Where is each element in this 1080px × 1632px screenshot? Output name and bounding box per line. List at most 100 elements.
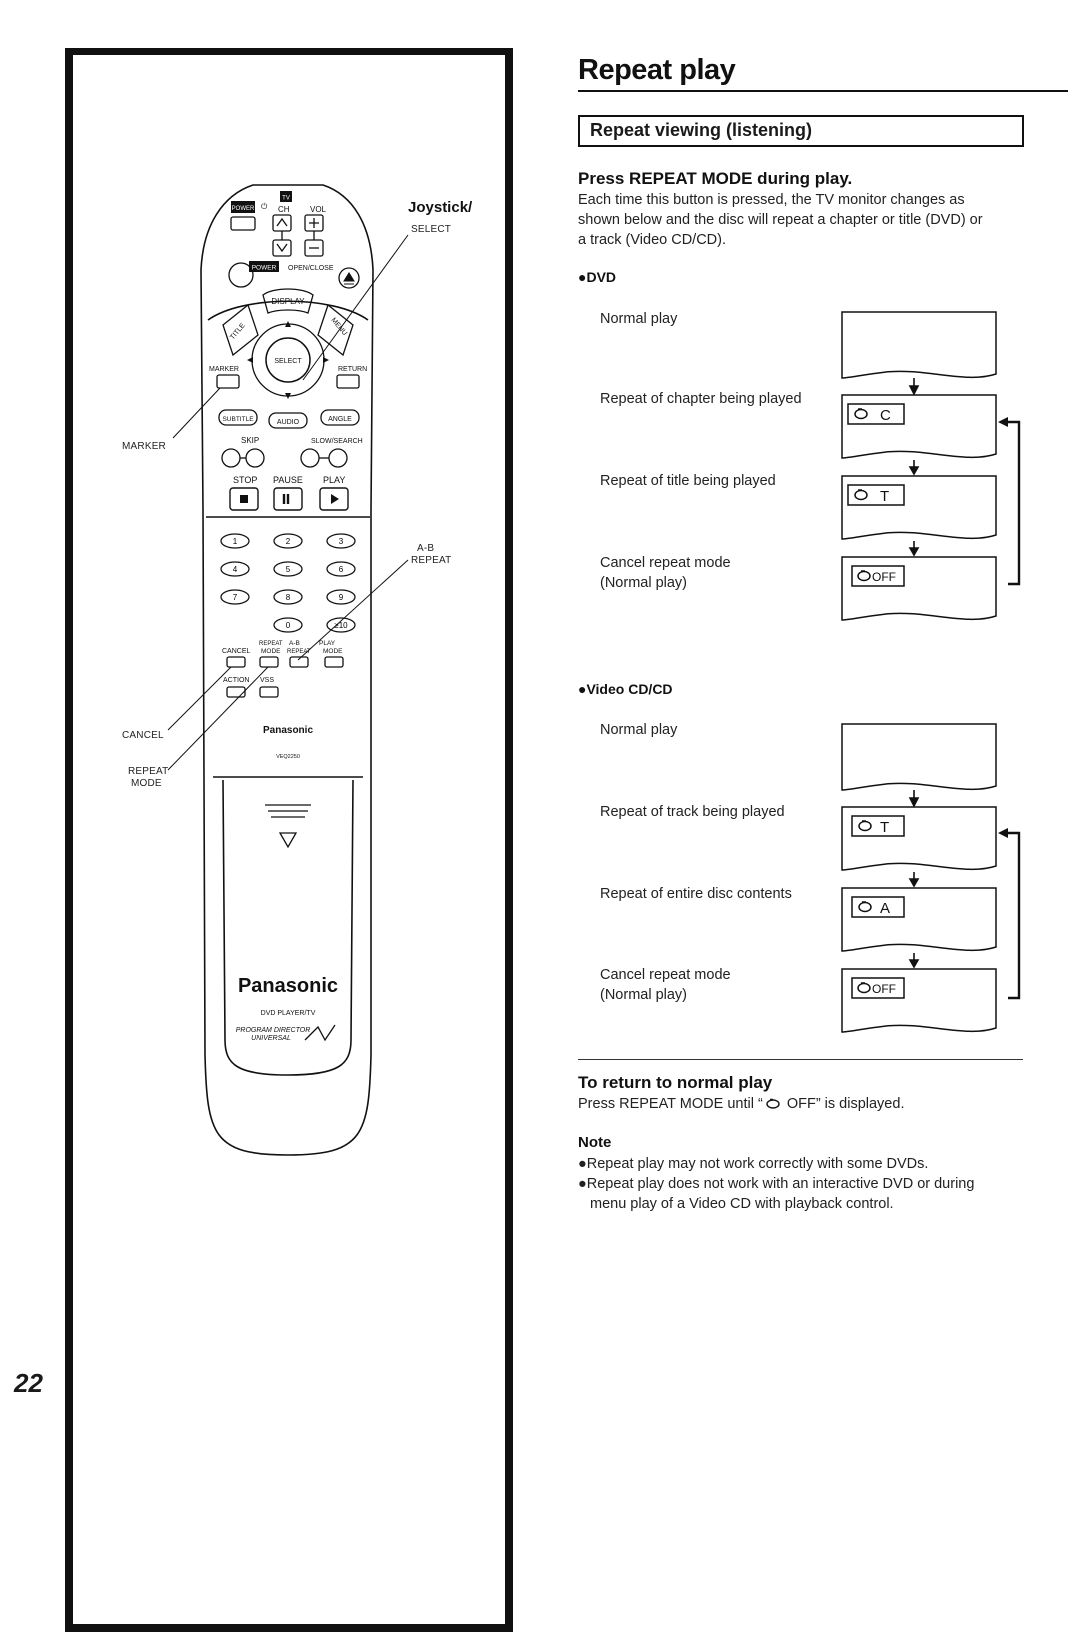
dvd-screen-title — [841, 475, 997, 540]
vcd-sequence-diagram: T A OFF — [841, 723, 1021, 1033]
tv-label: TV — [282, 196, 290, 202]
vol-label: VOL — [310, 205, 327, 214]
brand-large: Panasonic — [238, 975, 338, 997]
angle-button[interactable] — [320, 409, 360, 426]
digit-label: 3 — [339, 537, 344, 546]
ch-label: CH — [278, 205, 290, 214]
digit-label: 2 — [286, 537, 291, 546]
product-label: DVD PLAYER/TV — [261, 1010, 316, 1017]
joystick-select-button[interactable] — [265, 337, 311, 383]
eject-icon — [343, 272, 355, 285]
ab-repeat-button[interactable] — [289, 656, 309, 668]
stop-label: STOP — [233, 475, 257, 485]
ch-up-button[interactable] — [272, 214, 292, 232]
vcd-osd-off-text: OFF — [872, 982, 896, 996]
search-back-button[interactable] — [300, 448, 320, 468]
repeat-arrow-icon — [858, 901, 872, 913]
cancel-button[interactable] — [226, 656, 246, 668]
dvd-screen-chapter — [841, 394, 997, 459]
section-title: Repeat viewing (listening) — [590, 120, 813, 140]
section-separator — [578, 1059, 1023, 1060]
vol-down-button[interactable] — [304, 239, 324, 257]
stop-button[interactable] — [229, 487, 259, 511]
vss-button[interactable] — [259, 686, 279, 698]
search-forward-button[interactable] — [328, 448, 348, 468]
vcd-screen-track — [841, 806, 997, 871]
dvd-screen-off — [841, 556, 997, 621]
page-number: 22 — [14, 1368, 43, 1398]
return-label: RETURN — [338, 366, 367, 373]
skip-back-button[interactable] — [221, 448, 241, 468]
open-close-button[interactable] — [338, 267, 360, 289]
digit-button[interactable] — [220, 589, 250, 605]
digit-label: 0 — [286, 621, 291, 630]
return-body-suffix: OFF” is displayed. — [782, 1096, 905, 1112]
return-bracket-icon — [1006, 420, 1021, 586]
ab-repeat-callout-line2: REPEAT — [411, 555, 452, 566]
skip-label: SKIP — [241, 436, 259, 445]
instruction-body-line3: a track (Video CD/CD). — [578, 232, 726, 248]
repeat-arrow-icon — [857, 570, 871, 582]
return-button[interactable] — [336, 374, 360, 389]
digit-button[interactable] — [326, 561, 356, 577]
digit-button[interactable] — [326, 589, 356, 605]
dvd-row-2-text: Repeat of chapter being played — [600, 391, 802, 407]
angle-label: ANGLE — [328, 416, 352, 423]
menu-label: MENU — [329, 317, 348, 337]
digit-button[interactable] — [273, 561, 303, 577]
tv-power-button[interactable]: POWER — [230, 201, 256, 231]
return-body-prefix: Press REPEAT MODE until “ — [578, 1096, 763, 1112]
program-director-line2: UNIVERSAL — [251, 1035, 291, 1042]
digit-button[interactable] — [220, 561, 250, 577]
marker-label: MARKER — [209, 366, 239, 373]
vss-label: VSS — [260, 677, 274, 684]
audio-button[interactable] — [268, 412, 308, 429]
program-director-line1: PROGRAM DIRECTOR — [236, 1027, 311, 1034]
audio-label: AUDIO — [277, 419, 300, 426]
repeat-mode-button[interactable] — [259, 656, 279, 668]
digit-button[interactable] — [326, 533, 356, 549]
digit-button[interactable] — [220, 533, 250, 549]
play-mode-mode-label: MODE — [323, 648, 343, 655]
joystick-callout: Joystick/ — [408, 199, 473, 216]
marker-callout: MARKER — [122, 441, 166, 452]
action-label: ACTION — [223, 677, 249, 684]
pause-icon — [282, 494, 290, 504]
digit-button[interactable] — [273, 533, 303, 549]
return-heading: To return to normal play — [578, 1073, 773, 1092]
dvd-row-1-text: Normal play — [600, 311, 678, 327]
display-label: DISPLAY — [271, 297, 305, 306]
digit-label: 4 — [233, 565, 238, 574]
play-icon — [331, 494, 339, 504]
instruction-body-line2: shown below and the disc will repeat a c… — [578, 212, 983, 228]
digit-button[interactable] — [273, 589, 303, 605]
vcd-osd-track-text: T — [880, 819, 889, 836]
ch-down-button[interactable] — [272, 239, 292, 257]
marker-button[interactable] — [216, 374, 240, 389]
vcd-row-2-text: Repeat of track being played — [600, 804, 785, 820]
vcd-row-4-text-line1: Cancel repeat mode — [600, 967, 731, 983]
play-mode-button[interactable] — [324, 656, 344, 668]
note-item-2-continued: menu play of a Video CD with playback co… — [590, 1196, 894, 1212]
instruction-heading: Press REPEAT MODE during play. — [578, 169, 853, 188]
dvd-row-4-text-line2: (Normal play) — [600, 575, 688, 591]
vcd-screen-normal — [841, 723, 997, 791]
skip-forward-button[interactable] — [245, 448, 265, 468]
subtitle-button[interactable] — [218, 409, 258, 426]
repeat-small-label: REPEAT — [259, 641, 283, 647]
action-button[interactable] — [226, 686, 246, 698]
title-button[interactable] — [222, 303, 259, 357]
pause-button[interactable] — [273, 487, 303, 511]
display-button[interactable] — [262, 288, 314, 314]
dvd-row-4-text-line1: Cancel repeat mode — [600, 555, 731, 571]
digit-label: 6 — [339, 565, 344, 574]
dvd-osd-off-text: OFF — [872, 570, 896, 584]
dvd-osd-chapter: C — [847, 403, 905, 425]
digit-button[interactable] — [326, 617, 356, 633]
vcd-screen-off — [841, 968, 997, 1033]
brand-small: Panasonic — [263, 725, 313, 736]
play-button[interactable] — [319, 487, 349, 511]
digit-button[interactable] — [273, 617, 303, 633]
menu-button[interactable] — [317, 303, 354, 357]
dvd-power-button[interactable] — [228, 262, 254, 288]
